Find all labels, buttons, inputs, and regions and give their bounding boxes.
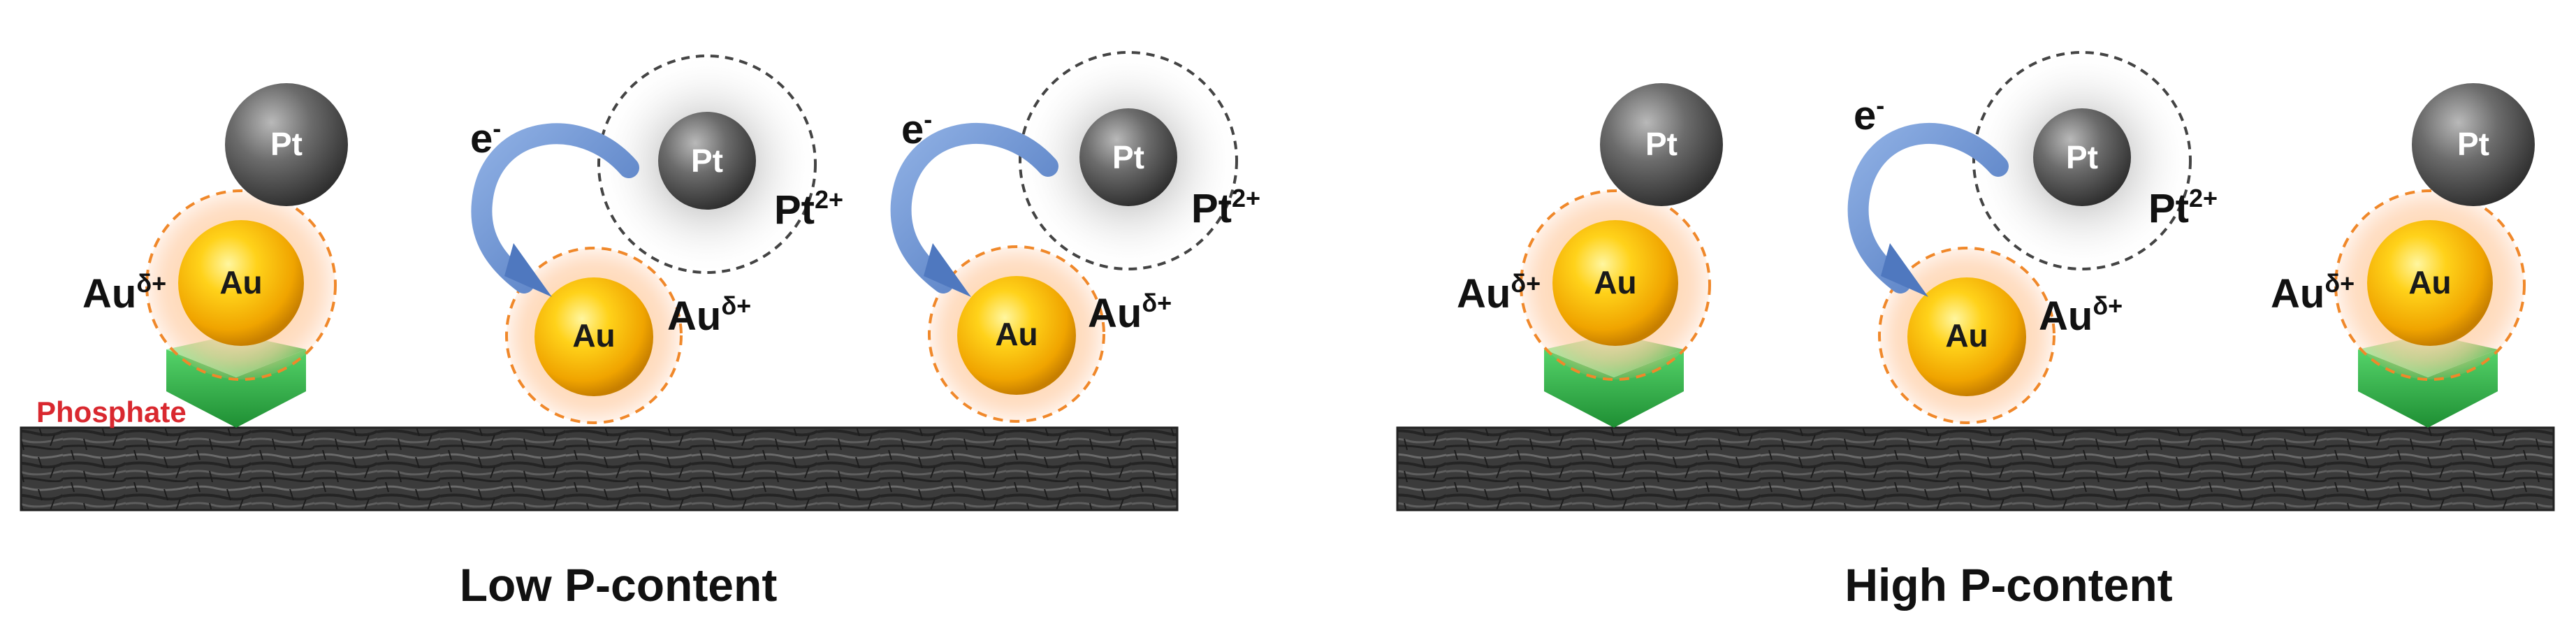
au-ion-label: Auδ+ bbox=[1457, 269, 1541, 317]
free-au-particle-2: Au bbox=[928, 245, 1105, 423]
au-label: Au bbox=[219, 264, 262, 300]
pt-ion-label: Pt2+ bbox=[774, 185, 843, 233]
electron-transfer-arrow bbox=[1847, 123, 2009, 293]
pt-ion-label: Pt2+ bbox=[2148, 184, 2218, 231]
panel-caption-low: Low P-content bbox=[460, 559, 778, 611]
arrow-head bbox=[924, 243, 971, 297]
au-ion-label: Auδ+ bbox=[2271, 269, 2355, 317]
phosphate-label: Phosphate bbox=[36, 396, 187, 428]
au-ion-label: Auδ+ bbox=[82, 269, 166, 317]
au-label: Au bbox=[1945, 317, 1988, 354]
pt-label: Pt bbox=[1645, 126, 1678, 162]
carbon-substrate-right bbox=[1396, 426, 2555, 512]
au-label: Au bbox=[2408, 264, 2451, 300]
electron-label: e- bbox=[1854, 91, 1884, 138]
pt-label: Pt bbox=[1112, 139, 1144, 175]
pt-ion-cloud-1: Pt bbox=[597, 55, 817, 274]
pt-particle-right-1: Pt bbox=[1600, 83, 1723, 206]
electron-label: e- bbox=[470, 114, 501, 161]
pt-ion-cloud-2: Pt bbox=[1019, 51, 1238, 270]
panel-low-p-content: Phosphate Au Auδ+ Pt Au Auδ+ Pt Pt2+ e- bbox=[20, 51, 1260, 611]
pt-label: Pt bbox=[270, 126, 303, 162]
au-label: Au bbox=[572, 317, 615, 354]
anchored-au-particle-right-1: Au bbox=[1520, 189, 1711, 381]
arrow-head bbox=[504, 243, 552, 297]
electron-transfer-arrow bbox=[890, 123, 1058, 293]
electron-label: e- bbox=[901, 105, 932, 152]
pt-particle-right-2: Pt bbox=[2412, 83, 2535, 206]
panel-caption-high: High P-content bbox=[1844, 559, 2172, 611]
free-au-particle-1: Au bbox=[505, 247, 683, 424]
au-ion-label: Auδ+ bbox=[2039, 291, 2123, 339]
electron-transfer-arrow bbox=[471, 123, 639, 293]
pt-ion-cloud-right: Pt bbox=[1972, 51, 2192, 270]
au-ion-label: Auδ+ bbox=[667, 291, 751, 339]
pt-label: Pt bbox=[2457, 126, 2489, 162]
panel-high-p-content: Au Auδ+ Pt Au Auδ+ Pt Pt2+ e- bbox=[1396, 51, 2555, 611]
arrow-head bbox=[1881, 243, 1928, 297]
au-label: Au bbox=[995, 316, 1038, 352]
anchored-au-particle-left: Au bbox=[145, 189, 337, 381]
anchored-au-particle-right-2: Au bbox=[2334, 189, 2526, 381]
pt-label: Pt bbox=[2066, 139, 2098, 175]
carbon-substrate-left bbox=[20, 426, 1179, 512]
au-ion-label: Auδ+ bbox=[1088, 289, 1172, 336]
au-label: Au bbox=[1594, 264, 1636, 300]
pt-label: Pt bbox=[691, 143, 723, 179]
pt-ion-label: Pt2+ bbox=[1191, 184, 1260, 231]
pt-particle-left: Pt bbox=[225, 83, 348, 206]
